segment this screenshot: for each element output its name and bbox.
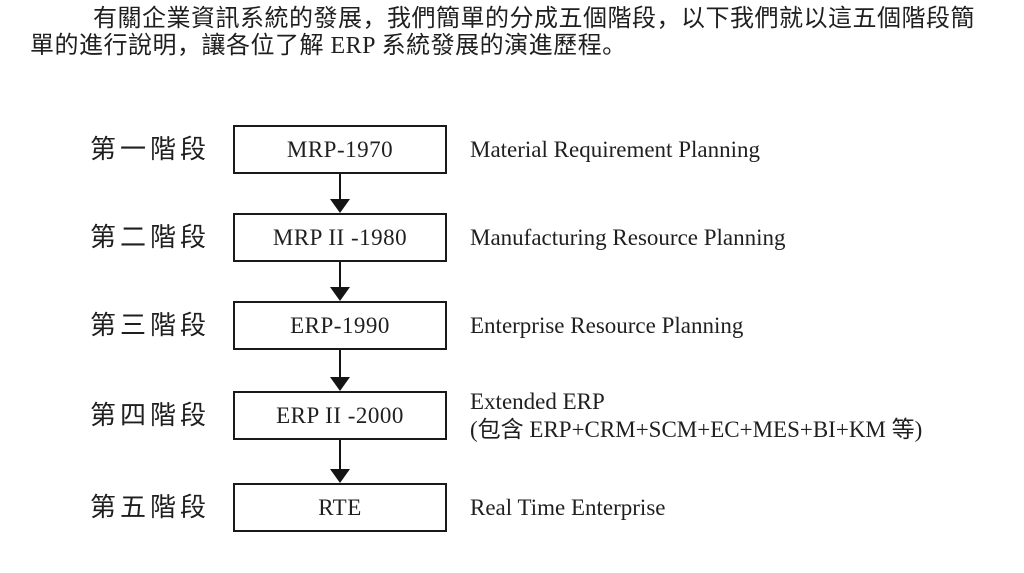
stage-description: Extended ERP (包含 ERP+CRM+SCM+EC+MES+BI+K…	[470, 388, 922, 442]
stage-label: 第四階段	[90, 401, 211, 430]
stage-row-3: 第三階段 ERP-1990 Enterprise Resource Planni…	[0, 301, 1024, 350]
stage-label: 第三階段	[90, 311, 211, 340]
stage-label: 第一階段	[90, 135, 211, 164]
stage-description-line: Real Time Enterprise	[470, 494, 666, 520]
down-arrow-icon	[330, 469, 350, 483]
down-arrow-connector	[330, 440, 350, 483]
stage-description-line: Material Requirement Planning	[470, 136, 760, 162]
intro-paragraph: 有關企業資訊系統的發展，我們簡單的分成五個階段，以下我們就以這五個階段簡 單的進…	[30, 6, 1005, 60]
arrow-stem	[339, 174, 341, 199]
stage-description-line: Manufacturing Resource Planning	[470, 224, 786, 250]
stage-description: Material Requirement Planning	[470, 125, 760, 174]
stage-description: Manufacturing Resource Planning	[470, 213, 786, 262]
stage-row-5: 第五階段 RTE Real Time Enterprise	[0, 483, 1024, 532]
down-arrow-icon	[330, 377, 350, 391]
down-arrow-connector	[330, 350, 350, 391]
stage-row-4: 第四階段 ERP II -2000 Extended ERP (包含 ERP+C…	[0, 388, 1024, 442]
stage-box: MRP II -1980	[233, 213, 447, 262]
arrow-stem	[339, 440, 341, 469]
down-arrow-connector	[330, 174, 350, 213]
stage-label: 第五階段	[90, 493, 211, 522]
stage-row-1: 第一階段 MRP-1970 Material Requirement Plann…	[0, 125, 1024, 174]
down-arrow-icon	[330, 287, 350, 301]
stage-box: RTE	[233, 483, 447, 532]
down-arrow-connector	[330, 262, 350, 301]
stage-description-line: (包含 ERP+CRM+SCM+EC+MES+BI+KM 等)	[470, 416, 923, 442]
stage-description-line: Extended ERP	[470, 388, 605, 414]
arrow-stem	[339, 350, 341, 377]
stage-box: ERP II -2000	[233, 391, 447, 440]
stage-description-line: Enterprise Resource Planning	[470, 312, 744, 338]
intro-line-1: 有關企業資訊系統的發展，我們簡單的分成五個階段，以下我們就以這五個階段簡	[93, 6, 975, 32]
intro-line-2: 單的進行說明，讓各位了解 ERP 系統發展的演進歷程。	[30, 33, 627, 59]
stage-label: 第二階段	[90, 223, 211, 252]
stage-description: Real Time Enterprise	[470, 483, 665, 532]
down-arrow-icon	[330, 199, 350, 213]
stage-description: Enterprise Resource Planning	[470, 301, 743, 350]
stage-box: MRP-1970	[233, 125, 447, 174]
stage-box: ERP-1990	[233, 301, 447, 350]
stage-row-2: 第二階段 MRP II -1980 Manufacturing Resource…	[0, 213, 1024, 262]
arrow-stem	[339, 262, 341, 287]
